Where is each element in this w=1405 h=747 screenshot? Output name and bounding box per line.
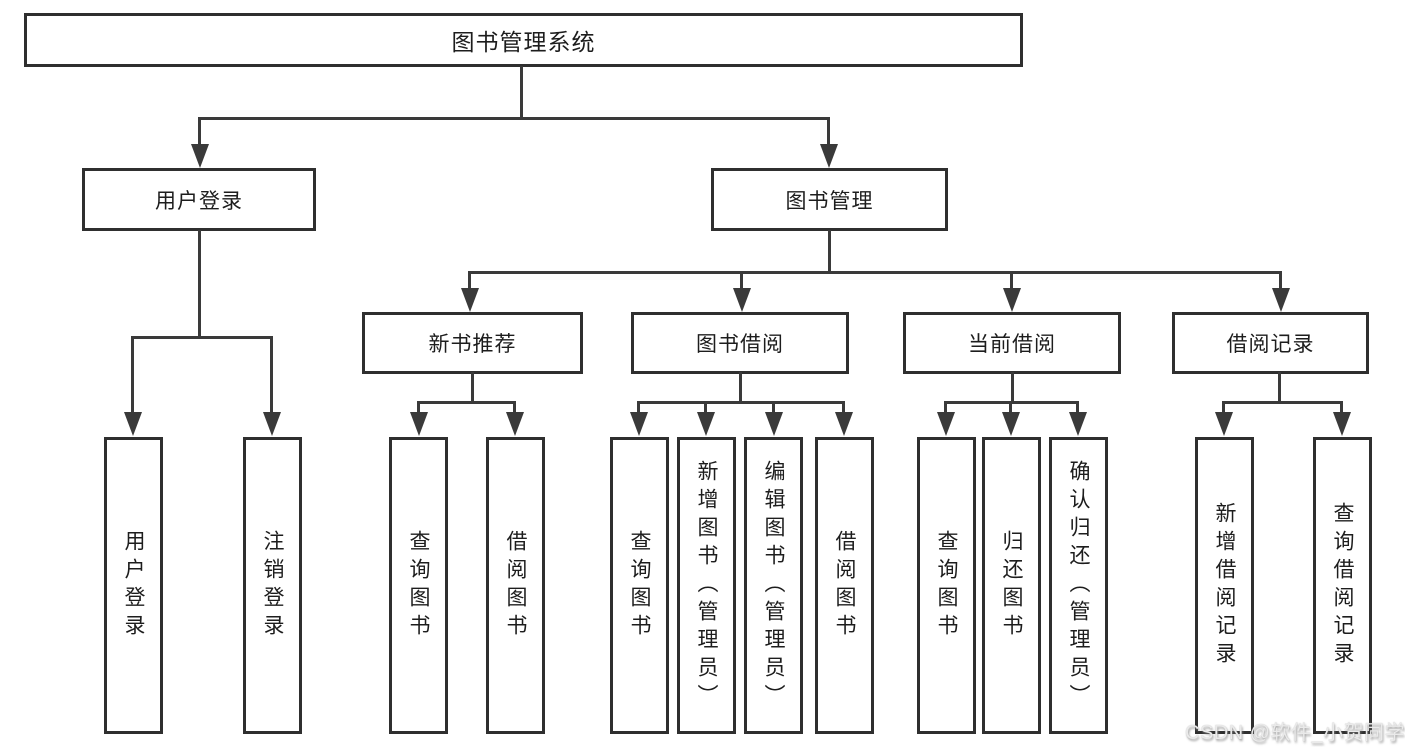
connector-arrow <box>1002 401 1020 436</box>
leaf-label: 查询图书 <box>628 529 651 642</box>
connector-stem <box>739 372 742 403</box>
node-label: 图书借阅 <box>696 333 784 356</box>
leaf-label: 查询图书 <box>407 529 430 642</box>
leaf-label: 编辑图书（管理员） <box>762 459 785 712</box>
connector-branch-line <box>945 401 1079 404</box>
connector-branch-line <box>469 271 1282 274</box>
connector-stem <box>1278 372 1281 403</box>
node-borrow-records: 借阅记录 <box>1172 312 1369 374</box>
leaf-borrow-books-borrow: 借阅图书 <box>815 437 874 734</box>
leaf-query-borrow-record: 查询借阅记录 <box>1313 437 1372 734</box>
node-book-borrow: 图书借阅 <box>631 312 849 374</box>
connector-arrow <box>733 271 751 312</box>
connector-arrow <box>410 401 428 436</box>
leaf-label: 注销登录 <box>261 529 284 642</box>
connector-arrow <box>263 336 281 436</box>
connector-branch-line <box>132 336 273 339</box>
leaf-confirm-return-admin: 确认归还（管理员） <box>1049 437 1108 734</box>
node-label: 新书推荐 <box>428 333 517 356</box>
connector-branch-line <box>1223 401 1343 404</box>
leaf-edit-book-admin: 编辑图书（管理员） <box>744 437 803 734</box>
connector-arrow <box>1069 401 1087 436</box>
node-label: 图书管理 <box>785 189 874 213</box>
leaf-return-books: 归还图书 <box>982 437 1041 734</box>
node-user-login: 用户登录 <box>82 168 316 231</box>
leaf-user-login: 用户登录 <box>104 437 163 734</box>
connector-branch-line <box>638 401 845 404</box>
leaf-add-borrow-record: 新增借阅记录 <box>1195 437 1254 734</box>
connector-arrow <box>461 271 479 312</box>
csdn-watermark: CSDN @软件_小贺同学 <box>1185 722 1405 744</box>
leaf-label: 确认归还（管理员） <box>1067 459 1090 712</box>
leaf-label: 新增图书（管理员） <box>695 459 718 712</box>
connector-arrow <box>835 401 853 436</box>
connector-arrow <box>1272 271 1290 312</box>
connector-arrow <box>697 401 715 436</box>
connector-stem <box>828 230 831 273</box>
connector-stem <box>520 66 523 119</box>
node-new-book-recommend: 新书推荐 <box>362 312 583 374</box>
node-label: 当前借阅 <box>968 333 1056 356</box>
leaf-label: 查询图书 <box>935 529 958 642</box>
leaf-label: 借阅图书 <box>833 529 856 642</box>
leaf-logout: 注销登录 <box>243 437 302 734</box>
node-label: 借阅记录 <box>1226 333 1315 356</box>
connector-arrow <box>1333 401 1351 436</box>
connector-stem <box>471 372 474 403</box>
connector-arrow <box>1215 401 1233 436</box>
leaf-label: 用户登录 <box>122 529 145 642</box>
connector-branch-line <box>199 117 830 120</box>
connector-stem <box>1011 372 1014 403</box>
leaf-add-book-admin: 新增图书（管理员） <box>677 437 736 734</box>
connector-arrow <box>765 401 783 436</box>
connector-arrow <box>124 336 142 436</box>
connector-stem <box>198 230 201 338</box>
node-current-borrow: 当前借阅 <box>903 312 1121 374</box>
leaf-label: 归还图书 <box>1000 529 1023 642</box>
leaf-label: 新增借阅记录 <box>1213 501 1236 670</box>
leaf-borrow-books-recommend: 借阅图书 <box>486 437 545 734</box>
leaf-query-books-current: 查询图书 <box>917 437 976 734</box>
node-label: 用户登录 <box>155 189 243 213</box>
node-book-management: 图书管理 <box>711 168 948 231</box>
connector-arrow <box>191 117 209 168</box>
connector-branch-line <box>418 401 516 404</box>
connector-arrow <box>506 401 524 436</box>
leaf-query-books-recommend: 查询图书 <box>389 437 448 734</box>
connector-arrow <box>1003 271 1021 312</box>
node-library-management-system: 图书管理系统 <box>24 13 1023 67</box>
connector-arrow <box>630 401 648 436</box>
connector-arrow <box>820 117 838 168</box>
leaf-label: 借阅图书 <box>504 529 527 642</box>
leaf-query-books-borrow: 查询图书 <box>610 437 669 734</box>
connector-arrow <box>937 401 955 436</box>
node-label: 图书管理系统 <box>451 29 596 55</box>
leaf-label: 查询借阅记录 <box>1331 501 1354 670</box>
